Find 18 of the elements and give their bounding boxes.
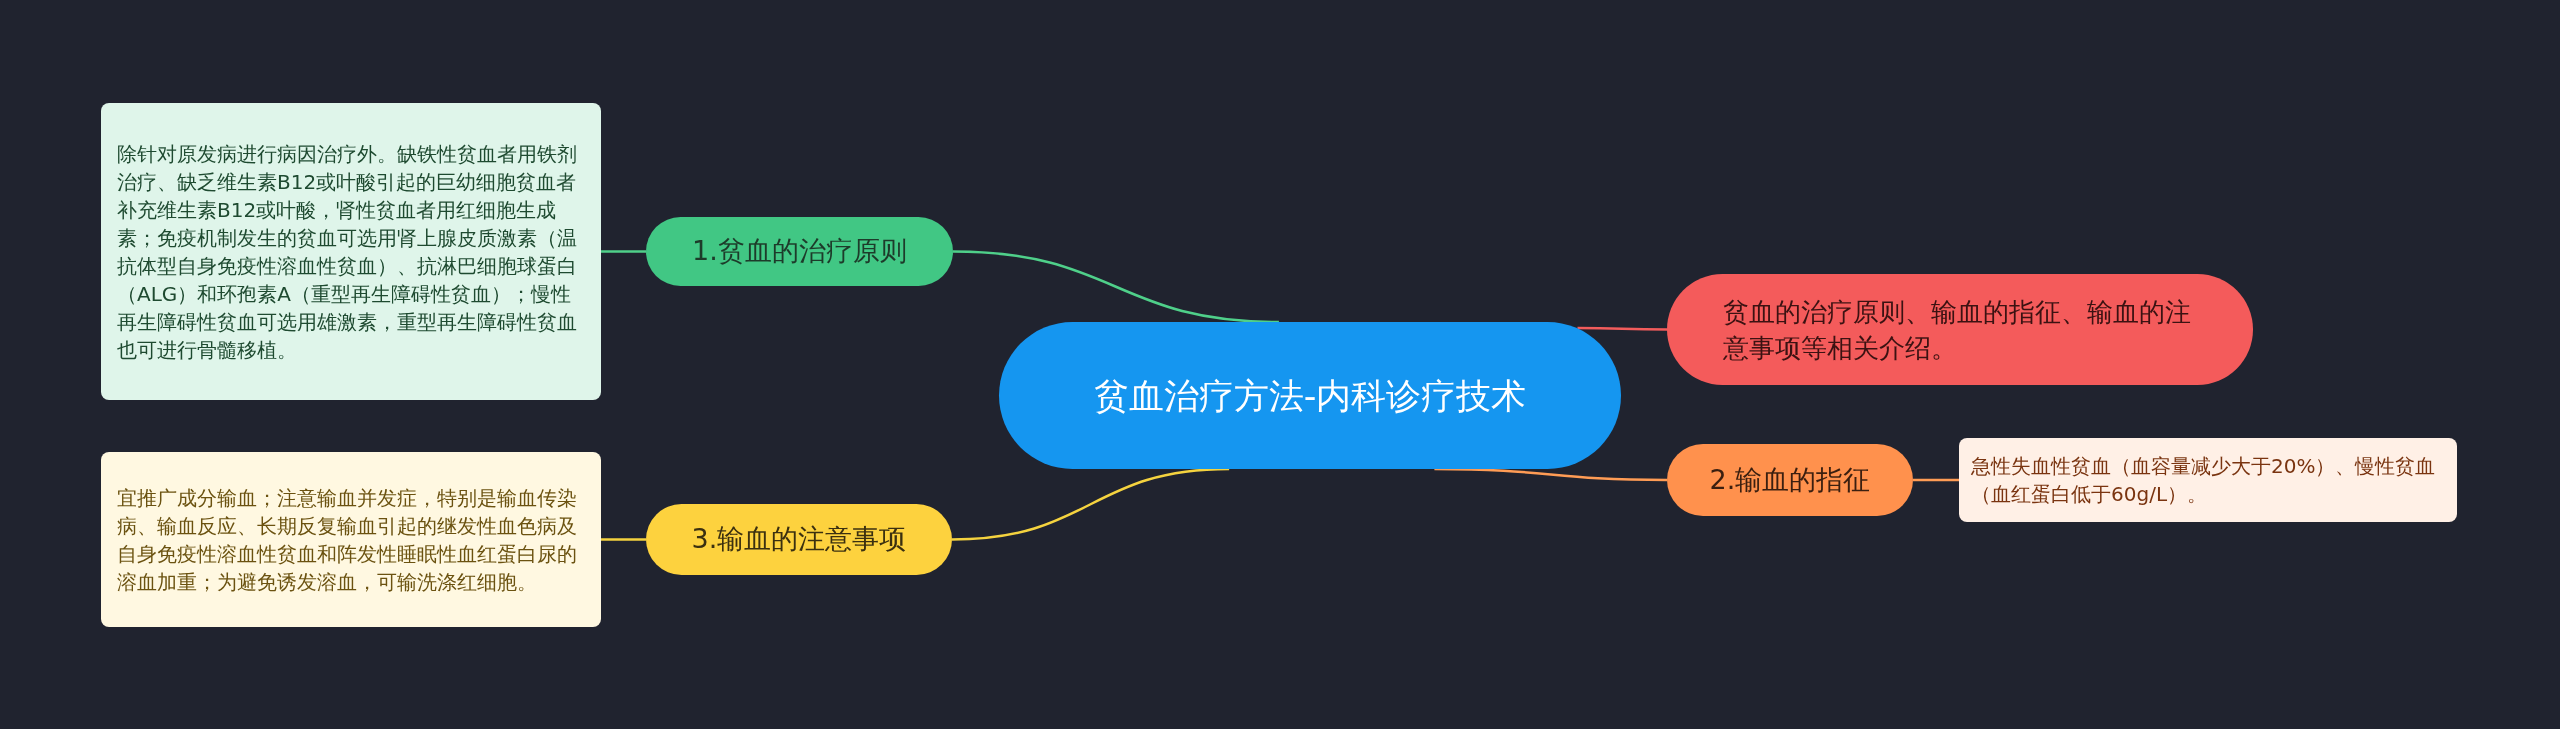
connector [1577, 326, 1667, 331]
connector [601, 538, 646, 541]
connector [952, 250, 1279, 324]
topic-text: 1.贫血的治疗原则 [691, 234, 908, 269]
topic-text: 贫血的治疗原则、输血的指征、输血的注意事项等相关介绍。 [1723, 295, 2192, 365]
note-card [101, 452, 601, 627]
connector [1434, 467, 1667, 482]
note-card [101, 103, 601, 400]
topic-text: 3.输血的注意事项 [690, 522, 908, 557]
topic-text: 2.输血的指征 [1708, 462, 1872, 497]
topic-text: 除针对原发病进行病因治疗外。缺铁性贫血者用铁剂治疗、缺乏维生素B12或叶酸引起的巨幼细胞贫血者补充维生素B12或叶酸，肾性贫血者用红细胞生成素；免疫机制发生的贫血可选用肾上腺皮质激素（温抗体型自身免疫性溶血性贫血）、抗淋巴细胞球蛋白（ALG）和环孢素A（重型再生障碍性贫血）；慢性再生障碍性贫血可选用雄激素，重型再生障碍性贫血也可进行骨髓移植。 [117, 140, 578, 364]
topic-text: 贫血治疗方法-内科诊疗技术 [1092, 374, 1528, 418]
connector [1913, 478, 1959, 482]
note-card [1959, 438, 2457, 522]
topic-text: 急性失血性贫血（血容量减少大于20%）、慢性贫血（血红蛋白低于60g/L）。 [1971, 453, 2437, 508]
connector [951, 467, 1230, 541]
connector [601, 250, 646, 253]
topic-text: 宜推广成分输血；注意输血并发症，特别是输血传染病、输血反应、长期反复输血引起的继发性血色病及自身免疫性溶血性贫血和阵发性睡眠性血红蛋白尿的溶血加重；为避免诱发溶血，可输洗涤红细胞。 [117, 484, 578, 596]
